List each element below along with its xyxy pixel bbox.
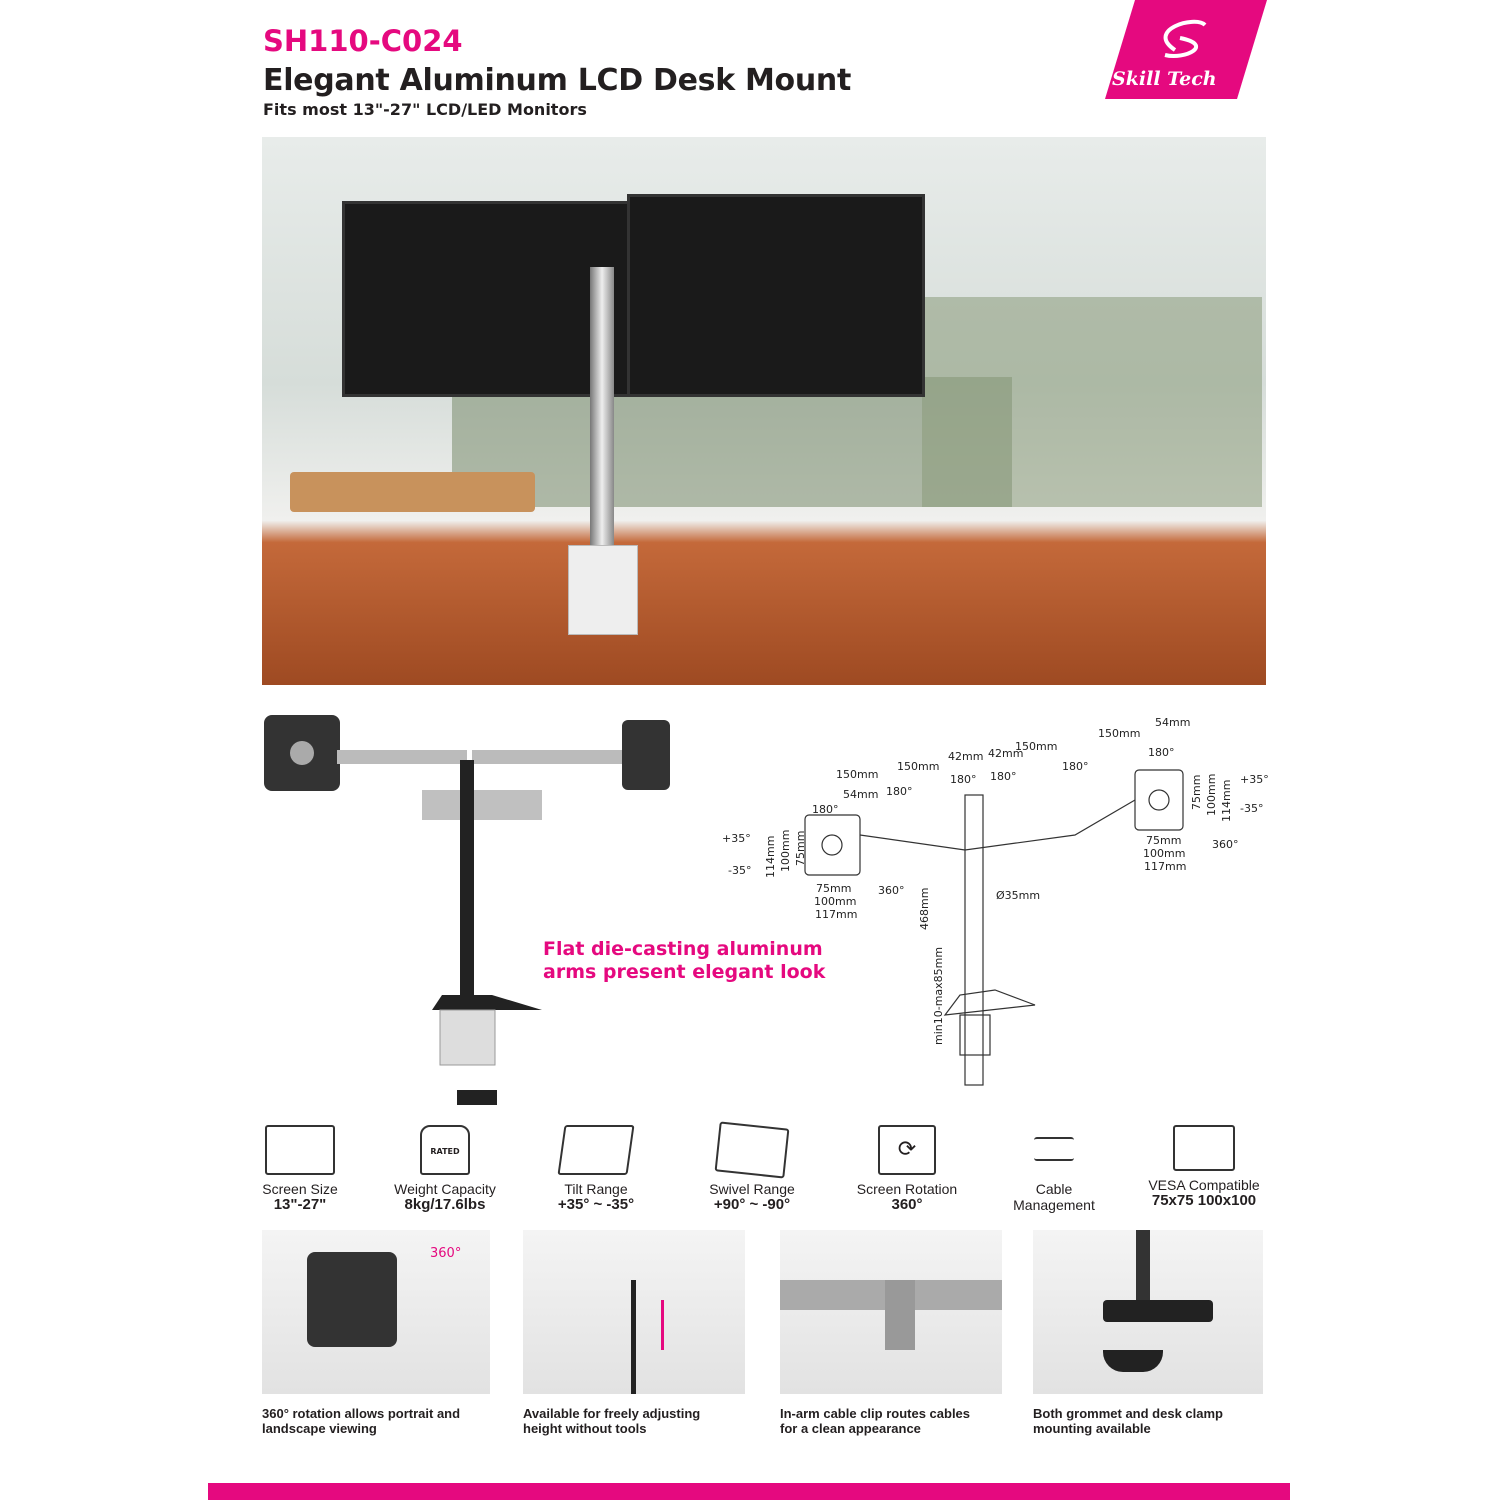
feature-label: Screen Rotation bbox=[856, 1181, 958, 1197]
feature-tilt: Tilt Range+35° ~ -35° bbox=[526, 1125, 666, 1213]
footer-bar bbox=[208, 1483, 1290, 1500]
dim-label: 180° bbox=[950, 773, 977, 786]
vesa-icon bbox=[1173, 1125, 1235, 1171]
right-monitor bbox=[627, 194, 925, 397]
feature-label-2: Management bbox=[1013, 1197, 1095, 1213]
dim-label: 75mm bbox=[1190, 774, 1203, 810]
dim-label: 114mm bbox=[764, 835, 777, 878]
dim-label: 100mm bbox=[1143, 847, 1186, 860]
feature-label: Screen Size bbox=[262, 1181, 338, 1197]
feature-value: 360° bbox=[891, 1196, 923, 1213]
mount-pole bbox=[590, 267, 614, 547]
dim-label: 360° bbox=[1212, 838, 1239, 851]
rated-badge: RATED bbox=[430, 1147, 460, 1156]
technical-drawing bbox=[804, 769, 1184, 1086]
dim-label: Ø35mm bbox=[996, 889, 1041, 902]
dim-label: 117mm bbox=[815, 908, 858, 921]
dim-label: 75mm bbox=[794, 830, 807, 866]
dim-label: 42mm bbox=[988, 747, 1024, 760]
left-monitor bbox=[342, 201, 630, 397]
dim-label: +35° bbox=[1240, 773, 1269, 786]
screen-size-icon bbox=[265, 1125, 335, 1175]
tilt-icon bbox=[557, 1125, 635, 1175]
tile-height-photo bbox=[523, 1230, 745, 1394]
rotation-badge: 360° bbox=[430, 1246, 462, 1261]
feature-label: VESA Compatible bbox=[1148, 1177, 1260, 1193]
dim-label: 100mm bbox=[779, 829, 792, 872]
dim-label: 150mm bbox=[1015, 740, 1058, 753]
dim-label: min10-max85mm bbox=[932, 946, 945, 1045]
feature-value: +90° ~ -90° bbox=[713, 1196, 791, 1213]
dim-label: 100mm bbox=[814, 895, 857, 908]
feature-label: Tilt Range bbox=[564, 1181, 628, 1197]
feature-label: Swivel Range bbox=[709, 1181, 795, 1197]
tagline-line-1: Flat die-casting aluminum bbox=[543, 938, 823, 960]
dim-label: 360° bbox=[878, 884, 905, 897]
dim-label: 54mm bbox=[843, 788, 879, 801]
dim-label: 180° bbox=[812, 803, 839, 816]
dim-label: 180° bbox=[1148, 746, 1175, 759]
swivel-icon bbox=[714, 1121, 790, 1179]
dim-label: 117mm bbox=[1144, 860, 1187, 873]
hero-photo bbox=[262, 137, 1266, 685]
dim-label: 100mm bbox=[1205, 773, 1218, 816]
skill-tech-logo bbox=[1105, 0, 1267, 99]
feature-value: +35° ~ -35° bbox=[557, 1196, 635, 1213]
dim-label: 180° bbox=[1062, 760, 1089, 773]
page-title: Elegant Aluminum LCD Desk Mount bbox=[263, 63, 852, 98]
tile-cable-photo bbox=[780, 1230, 1002, 1394]
dim-label: 150mm bbox=[1098, 727, 1141, 740]
cable-icon bbox=[1034, 1137, 1074, 1161]
feature-value: 8kg/17.6lbs bbox=[404, 1196, 486, 1213]
desk-clamp bbox=[568, 545, 638, 635]
tagline-line-2: arms present elegant look bbox=[543, 961, 826, 983]
page-subtitle: Fits most 13"-27" LCD/LED Monitors bbox=[263, 100, 587, 119]
folder bbox=[290, 472, 535, 512]
tile-rotation-photo: 360° bbox=[262, 1230, 490, 1394]
dim-label: 75mm bbox=[816, 882, 852, 895]
dim-label: -35° bbox=[728, 864, 752, 877]
feature-label: Weight Capacity bbox=[394, 1181, 496, 1197]
dim-label: 42mm bbox=[948, 750, 984, 763]
feature-swivel: Swivel Range+90° ~ -90° bbox=[682, 1121, 822, 1213]
weight-icon: RATED bbox=[420, 1125, 470, 1175]
dim-label: 180° bbox=[990, 770, 1017, 783]
dim-label: +35° bbox=[722, 832, 751, 845]
feature-label: Cable bbox=[1035, 1181, 1073, 1197]
dim-label: 54mm bbox=[1155, 716, 1191, 729]
dim-label: 150mm bbox=[897, 760, 940, 773]
dim-label: 150mm bbox=[836, 768, 879, 781]
model-number: SH110-C024 bbox=[263, 24, 463, 58]
dim-label: 114mm bbox=[1220, 779, 1233, 822]
dim-label: -35° bbox=[1240, 802, 1264, 815]
logo-text: Skill Tech bbox=[1112, 68, 1217, 90]
rotation-icon: ⟳ bbox=[878, 1125, 936, 1175]
product-image bbox=[264, 715, 670, 1105]
tile-clamp-photo bbox=[1033, 1230, 1263, 1394]
feature-value: 13"-27" bbox=[273, 1196, 327, 1213]
dim-label: 468mm bbox=[918, 887, 931, 930]
feature-value: 75x75 100x100 bbox=[1151, 1192, 1257, 1209]
dim-label: 180° bbox=[886, 785, 913, 798]
dim-label: 75mm bbox=[1146, 834, 1182, 847]
